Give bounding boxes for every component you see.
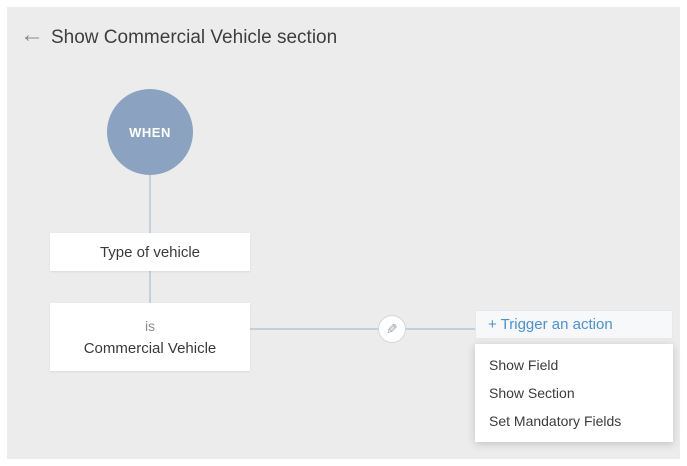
field-node[interactable]: Type of vehicle bbox=[50, 233, 250, 271]
when-node: WHEN bbox=[107, 89, 193, 175]
pencil-icon: ✎ bbox=[386, 321, 398, 337]
trigger-action-label: + Trigger an action bbox=[488, 316, 613, 333]
condition-node[interactable]: is Commercial Vehicle bbox=[50, 303, 250, 371]
condition-operator: is bbox=[144, 317, 156, 334]
connector-field-to-condition bbox=[149, 271, 151, 303]
when-label: WHEN bbox=[129, 124, 171, 140]
connector-condition-to-trigger bbox=[248, 328, 476, 330]
trigger-action-button[interactable]: + Trigger an action bbox=[475, 310, 673, 339]
menu-item-show-field[interactable]: Show Field bbox=[489, 357, 559, 373]
page-title: Show Commercial Vehicle section bbox=[51, 27, 338, 48]
menu-item-set-mandatory-fields[interactable]: Set Mandatory Fields bbox=[489, 413, 622, 429]
back-arrow-icon[interactable]: ← bbox=[20, 21, 44, 48]
rule-canvas: ← Show Commercial Vehicle section WHEN T… bbox=[7, 7, 680, 459]
field-label: Type of vehicle bbox=[99, 243, 201, 261]
edit-condition-button[interactable]: ✎ bbox=[378, 315, 406, 343]
condition-value: Commercial Vehicle bbox=[83, 339, 217, 357]
action-menu: Show Field Show Section Set Mandatory Fi… bbox=[475, 344, 673, 442]
connector-when-to-field bbox=[149, 175, 151, 233]
menu-item-show-section[interactable]: Show Section bbox=[489, 385, 575, 401]
